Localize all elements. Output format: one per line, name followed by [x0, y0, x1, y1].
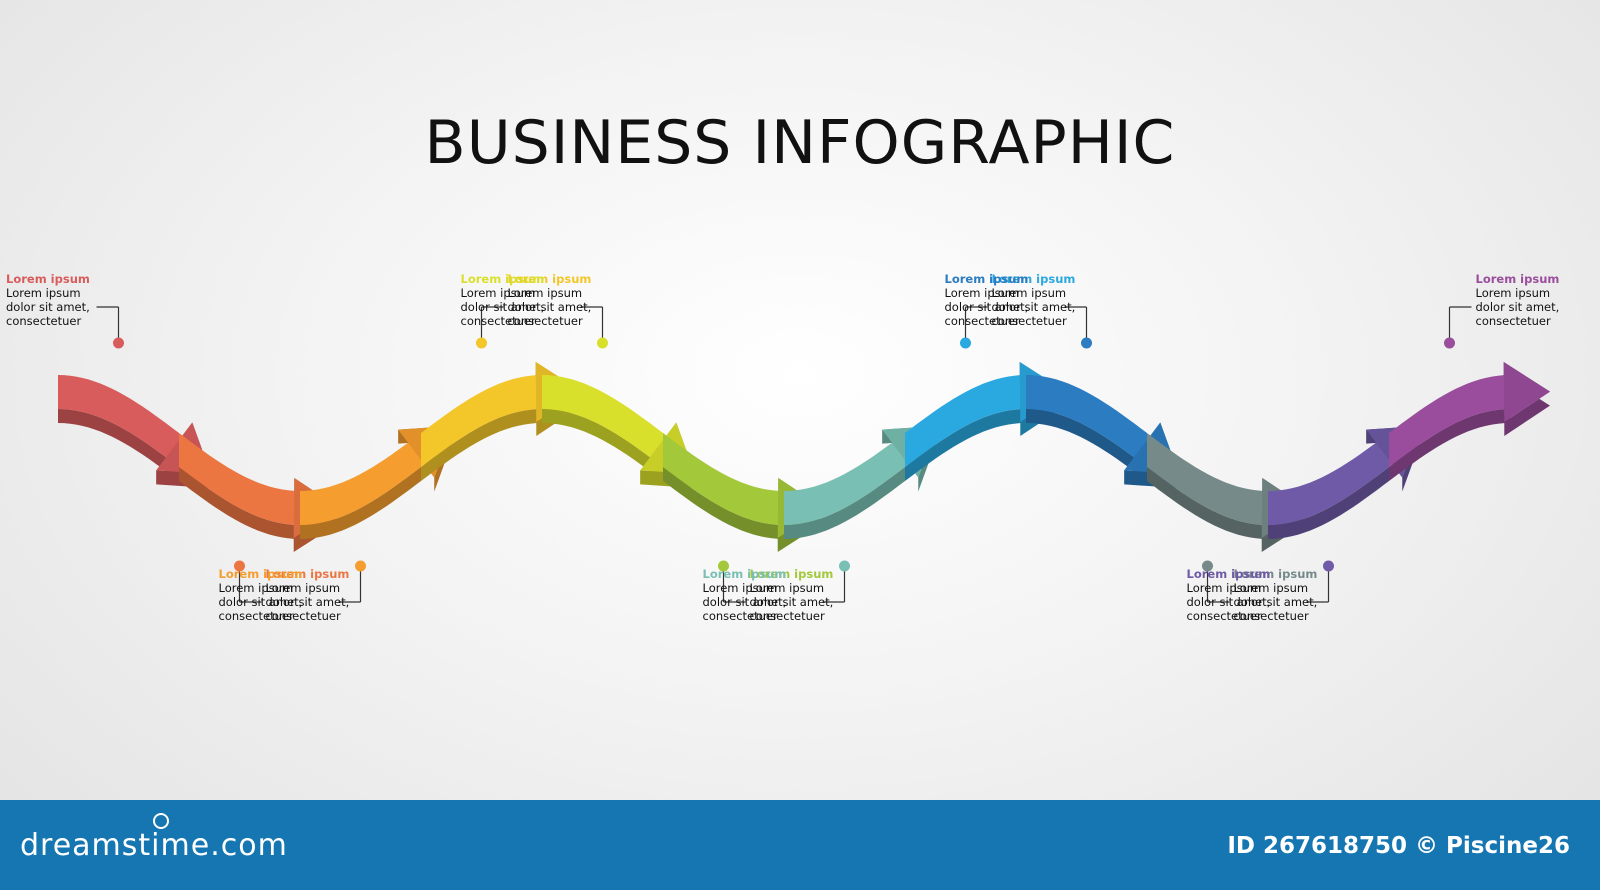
callout-body: Lorem ipsum dolor sit amet, consectetuer [1475, 286, 1560, 328]
brand-logo[interactable]: dreamstime.com [20, 828, 288, 863]
callout-body: Lorem ipsum dolor sit amet, consectetuer [1186, 581, 1271, 623]
callout-title: Lorem ipsum [6, 272, 90, 286]
callout-body: Lorem ipsum dolor sit amet, consectetuer [991, 286, 1076, 328]
arrow-segment-body [542, 375, 663, 467]
arrow-segment-body [663, 433, 784, 525]
callout-connector-8 [960, 306, 988, 349]
arrow-segment-body [784, 433, 905, 525]
arrow-segment-side [179, 467, 300, 539]
callout-body: Lorem ipsum dolor sit amet, consectetuer [702, 581, 787, 623]
callout-connector-11 [1306, 560, 1334, 603]
callout-dot-icon [355, 560, 366, 572]
callout-title: Lorem ipsum [460, 272, 545, 286]
arrow-segment-body [300, 433, 421, 525]
arrow-segment-body [1268, 433, 1389, 525]
callout-body: Lorem ipsum dolor sit amet, consectetuer [944, 286, 1029, 328]
callout-title: Lorem ipsum [1186, 567, 1271, 581]
callout-title: Lorem ipsum [218, 567, 303, 581]
arrow-segment-side [1147, 467, 1268, 539]
arrow-segment-body [58, 375, 179, 467]
callout-title: Lorem ipsum [749, 567, 834, 581]
callout-connector-4 [476, 306, 504, 349]
callout-body: Lorem ipsum dolor sit amet, consectetuer [460, 286, 545, 328]
arrow-segment-side [663, 467, 784, 539]
arrow-segment-side [784, 467, 905, 539]
callout-dot-icon [113, 337, 124, 349]
callout-title: Lorem ipsum [1233, 567, 1318, 581]
callout-title: Lorem ipsum [991, 272, 1076, 286]
arrow-segment-side [421, 409, 542, 481]
arrow-segment-side [1389, 409, 1510, 481]
wave-arrow-diagram [58, 306, 1550, 603]
callout-connector-7 [822, 560, 850, 603]
callout-body: Lorem ipsum dolor sit amet, consectetuer [265, 581, 350, 623]
callout-connector-9 [1064, 306, 1092, 349]
callout-body: Lorem ipsum dolor sit amet, consectetuer [218, 581, 303, 623]
arrow-segment-side [1268, 467, 1389, 539]
callout-body: Lorem ipsum dolor sit amet, consectetuer [507, 286, 592, 328]
callout-connector-1 [96, 306, 124, 349]
arrow-head-icon [1503, 362, 1550, 423]
arrow-segment-side [300, 467, 421, 539]
callout-connector-12 [1444, 306, 1472, 349]
arrow-segment-side [905, 409, 1026, 481]
callout-dot-icon [960, 337, 971, 349]
arrow-segment-body [179, 433, 300, 525]
callout-connector-5 [580, 306, 608, 349]
callout-dot-icon [718, 560, 729, 572]
callout-connector-6 [718, 560, 746, 603]
arrow-segment-side [1026, 409, 1147, 481]
callout-title: Lorem ipsum [265, 567, 350, 581]
callout-title: Lorem ipsum [507, 272, 592, 286]
footer-bar: dreamstime.com ID 267618750 © Piscine26 [0, 800, 1600, 890]
callout-connector-3 [338, 560, 366, 603]
callout-dot-icon [476, 337, 487, 349]
callout-dot-icon [234, 560, 245, 572]
callout-dot-icon [1444, 337, 1455, 349]
callout-dot-icon [1081, 337, 1092, 349]
callout-body: Lorem ipsum dolor sit amet, consectetuer [6, 286, 90, 328]
callout-dot-icon [1323, 560, 1334, 572]
spiral-logo-icon [153, 813, 169, 829]
callout-title: Lorem ipsum [944, 272, 1029, 286]
callout-body: Lorem ipsum dolor sit amet, consectetuer [1233, 581, 1318, 623]
arrow-segment-side [58, 409, 179, 481]
callout-dot-icon [1202, 560, 1213, 572]
callout-title: Lorem ipsum [702, 567, 787, 581]
callout-connector-2 [234, 560, 262, 603]
arrow-segment-body [1026, 375, 1147, 467]
arrow-segment-body [1147, 433, 1268, 525]
arrow-segment-side [542, 409, 663, 481]
stock-id-credit: ID 267618750 © Piscine26 [1227, 833, 1570, 859]
arrow-segment-body [1389, 375, 1510, 467]
callout-body: Lorem ipsum dolor sit amet, consectetuer [749, 581, 834, 623]
arrow-segment-12 [1389, 362, 1550, 481]
arrow-segment-body [421, 375, 542, 467]
callout-dot-icon [839, 560, 850, 572]
callout-title: Lorem ipsum [1475, 272, 1560, 286]
infographic-title: BUSINESS INFOGRAPHIC [424, 108, 1176, 178]
callout-connector-10 [1202, 560, 1230, 603]
callout-dot-icon [597, 337, 608, 349]
arrow-segment-body [905, 375, 1026, 467]
